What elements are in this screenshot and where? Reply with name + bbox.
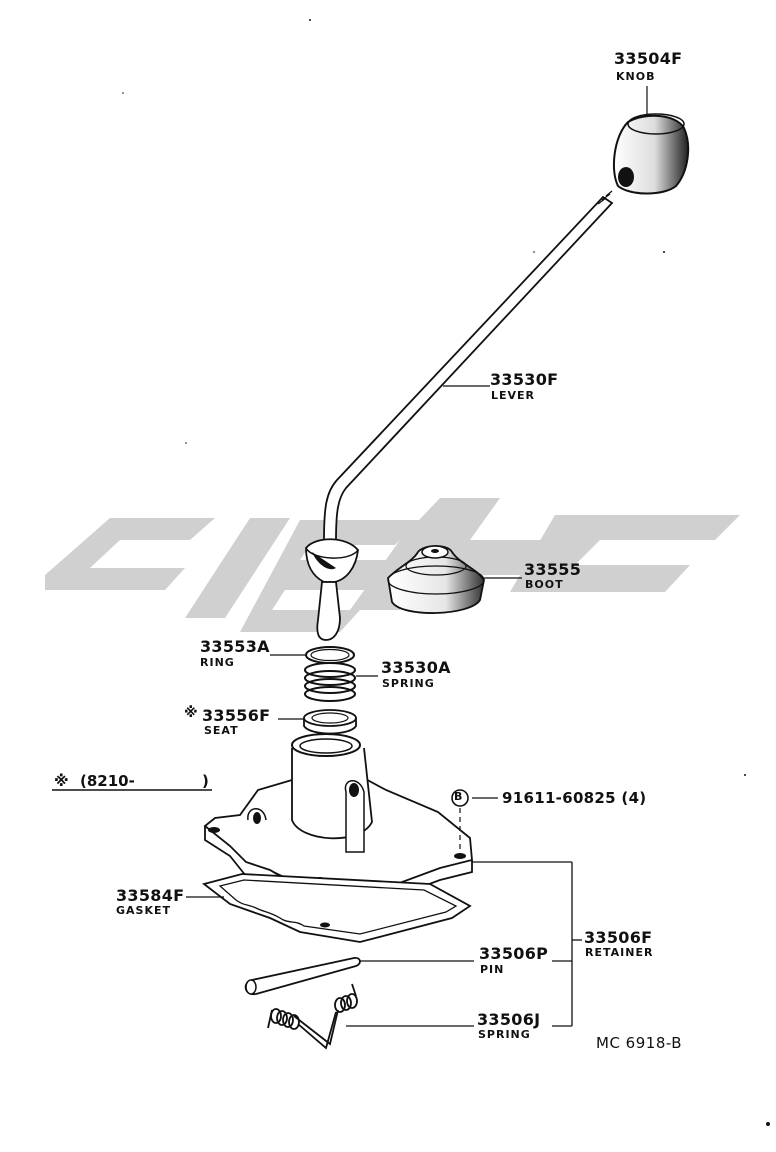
bolt-badge: B xyxy=(454,790,463,803)
pin-name: PIN xyxy=(480,963,505,976)
lever-part xyxy=(305,190,614,641)
seat-part xyxy=(303,709,357,735)
gasket-number: 33584F xyxy=(116,886,185,905)
ring-number: 33553A xyxy=(200,637,270,656)
spring-j-part xyxy=(267,983,358,1050)
spring-j-name: SPRING xyxy=(478,1028,531,1041)
knob-number: 33504F xyxy=(614,49,683,68)
spring-a-part xyxy=(304,662,356,702)
boot-part xyxy=(387,545,485,614)
note-close: ) xyxy=(202,772,209,790)
pin-number: 33506P xyxy=(479,944,549,963)
ring-part xyxy=(305,646,355,664)
note-text: (8210- xyxy=(80,772,135,790)
scan-dots xyxy=(122,19,770,1126)
spring-a-name: SPRING xyxy=(382,677,435,690)
seat-mark: ※ xyxy=(184,705,198,721)
pin-part xyxy=(244,957,361,995)
seat-number: 33556F xyxy=(202,706,271,725)
knob-part xyxy=(612,113,690,195)
diagram-code: MC 6918-B xyxy=(596,1034,683,1052)
note-mark: ※ xyxy=(54,772,69,790)
spring-a-number: 33530A xyxy=(381,658,451,677)
bolt-number: 91611-60825 (4) xyxy=(502,789,647,807)
boot-name: BOOT xyxy=(525,578,564,591)
bolt-badge-circle xyxy=(451,789,469,807)
ring-name: RING xyxy=(200,656,235,669)
gasket-part xyxy=(201,873,472,943)
lever-name: LEVER xyxy=(491,389,536,402)
retainer-bracket xyxy=(472,861,582,1027)
gasket-name: GASKET xyxy=(116,904,172,917)
boot-number: 33555 xyxy=(524,560,582,579)
spring-j-number: 33506J xyxy=(477,1010,541,1029)
watermark xyxy=(45,498,740,632)
seat-name: SEAT xyxy=(204,724,239,737)
retainer-name: RETAINER xyxy=(585,946,654,959)
lever-number: 33530F xyxy=(490,370,559,389)
knob-name: KNOB xyxy=(616,70,656,83)
retainer-number: 33506F xyxy=(584,928,653,947)
